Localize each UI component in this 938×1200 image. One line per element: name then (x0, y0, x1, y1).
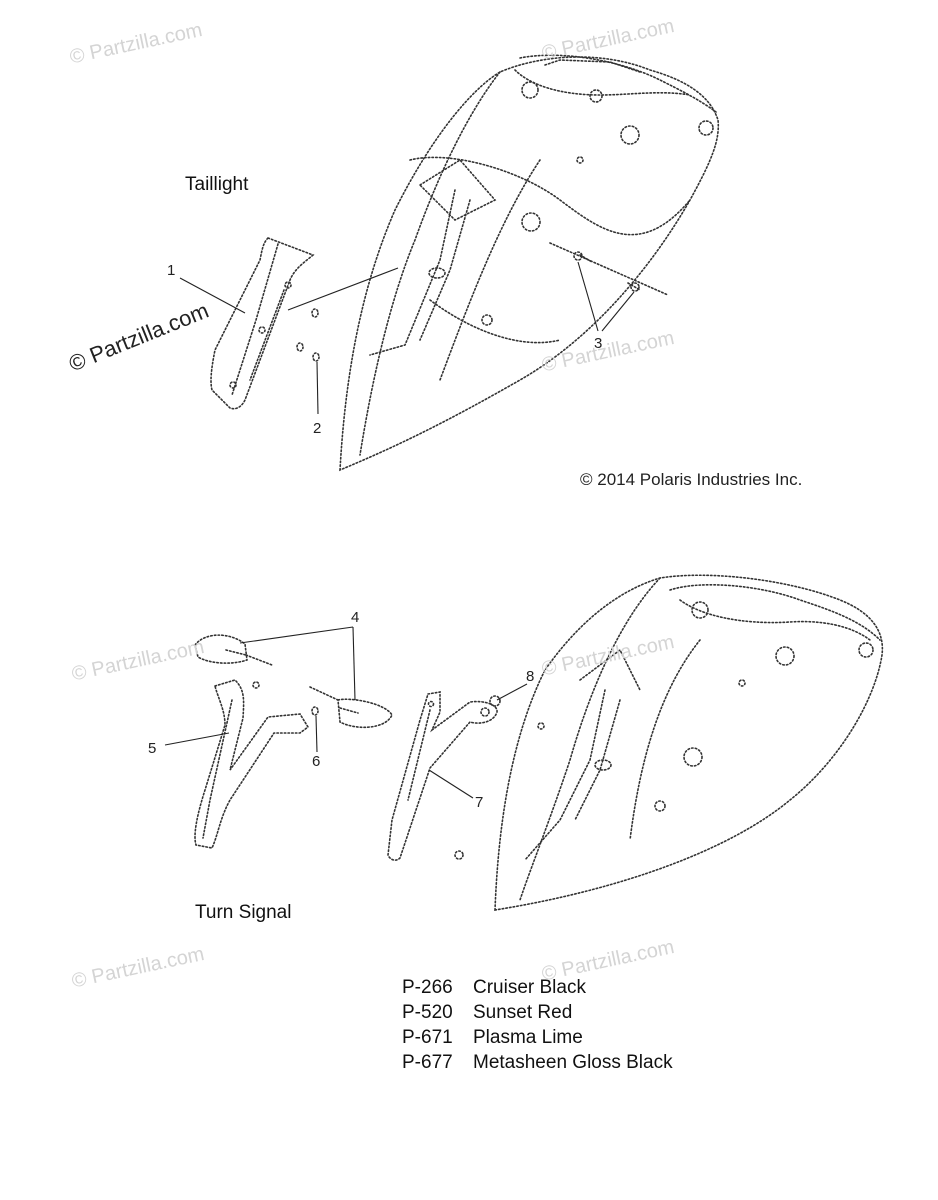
callout-5: 5 (148, 740, 157, 757)
paint-name: Metasheen Gloss Black (473, 1052, 673, 1073)
part-6-screw (311, 706, 319, 716)
paint-code-list: P-266 Cruiser Black P-520 Sunset Red P-6… (402, 975, 673, 1075)
section-heading-turn-signal: Turn Signal (195, 902, 292, 923)
callout-3: 3 (594, 335, 603, 352)
copyright-notice: © 2014 Polaris Industries Inc. (580, 470, 803, 489)
part-7-plate (387, 691, 498, 861)
part-5-bracket (194, 679, 310, 849)
rear-fender-top (339, 54, 720, 472)
paint-code-row: P-677 Metasheen Gloss Black (402, 1050, 673, 1075)
leader-lines (164, 261, 635, 799)
paint-code: P-671 (402, 1027, 453, 1048)
paint-name: Plasma Lime (473, 1027, 583, 1048)
paint-code-row: P-671 Plasma Lime (402, 1025, 673, 1050)
section-heading-taillight: Taillight (185, 174, 249, 195)
paint-code-row: P-266 Cruiser Black (402, 975, 673, 1000)
callout-4: 4 (351, 609, 360, 626)
callout-2: 2 (313, 420, 322, 437)
callout-6: 6 (312, 753, 321, 770)
paint-code: P-266 (402, 977, 453, 998)
part-2-screws (296, 308, 320, 362)
paint-name: Sunset Red (473, 1002, 573, 1023)
callout-1: 1 (167, 262, 176, 279)
callout-7: 7 (475, 794, 484, 811)
part-4-turn-signals (194, 634, 393, 729)
paint-code-row: P-520 Sunset Red (402, 1000, 673, 1025)
paint-code: P-677 (402, 1052, 453, 1073)
paint-code: P-520 (402, 1002, 453, 1023)
part-1-taillight (210, 237, 315, 410)
part-3-wire-harness (549, 242, 669, 296)
callout-8: 8 (526, 668, 535, 685)
part-8-nut (454, 695, 545, 860)
paint-name: Cruiser Black (473, 977, 586, 998)
rear-fender-bottom (494, 574, 884, 911)
